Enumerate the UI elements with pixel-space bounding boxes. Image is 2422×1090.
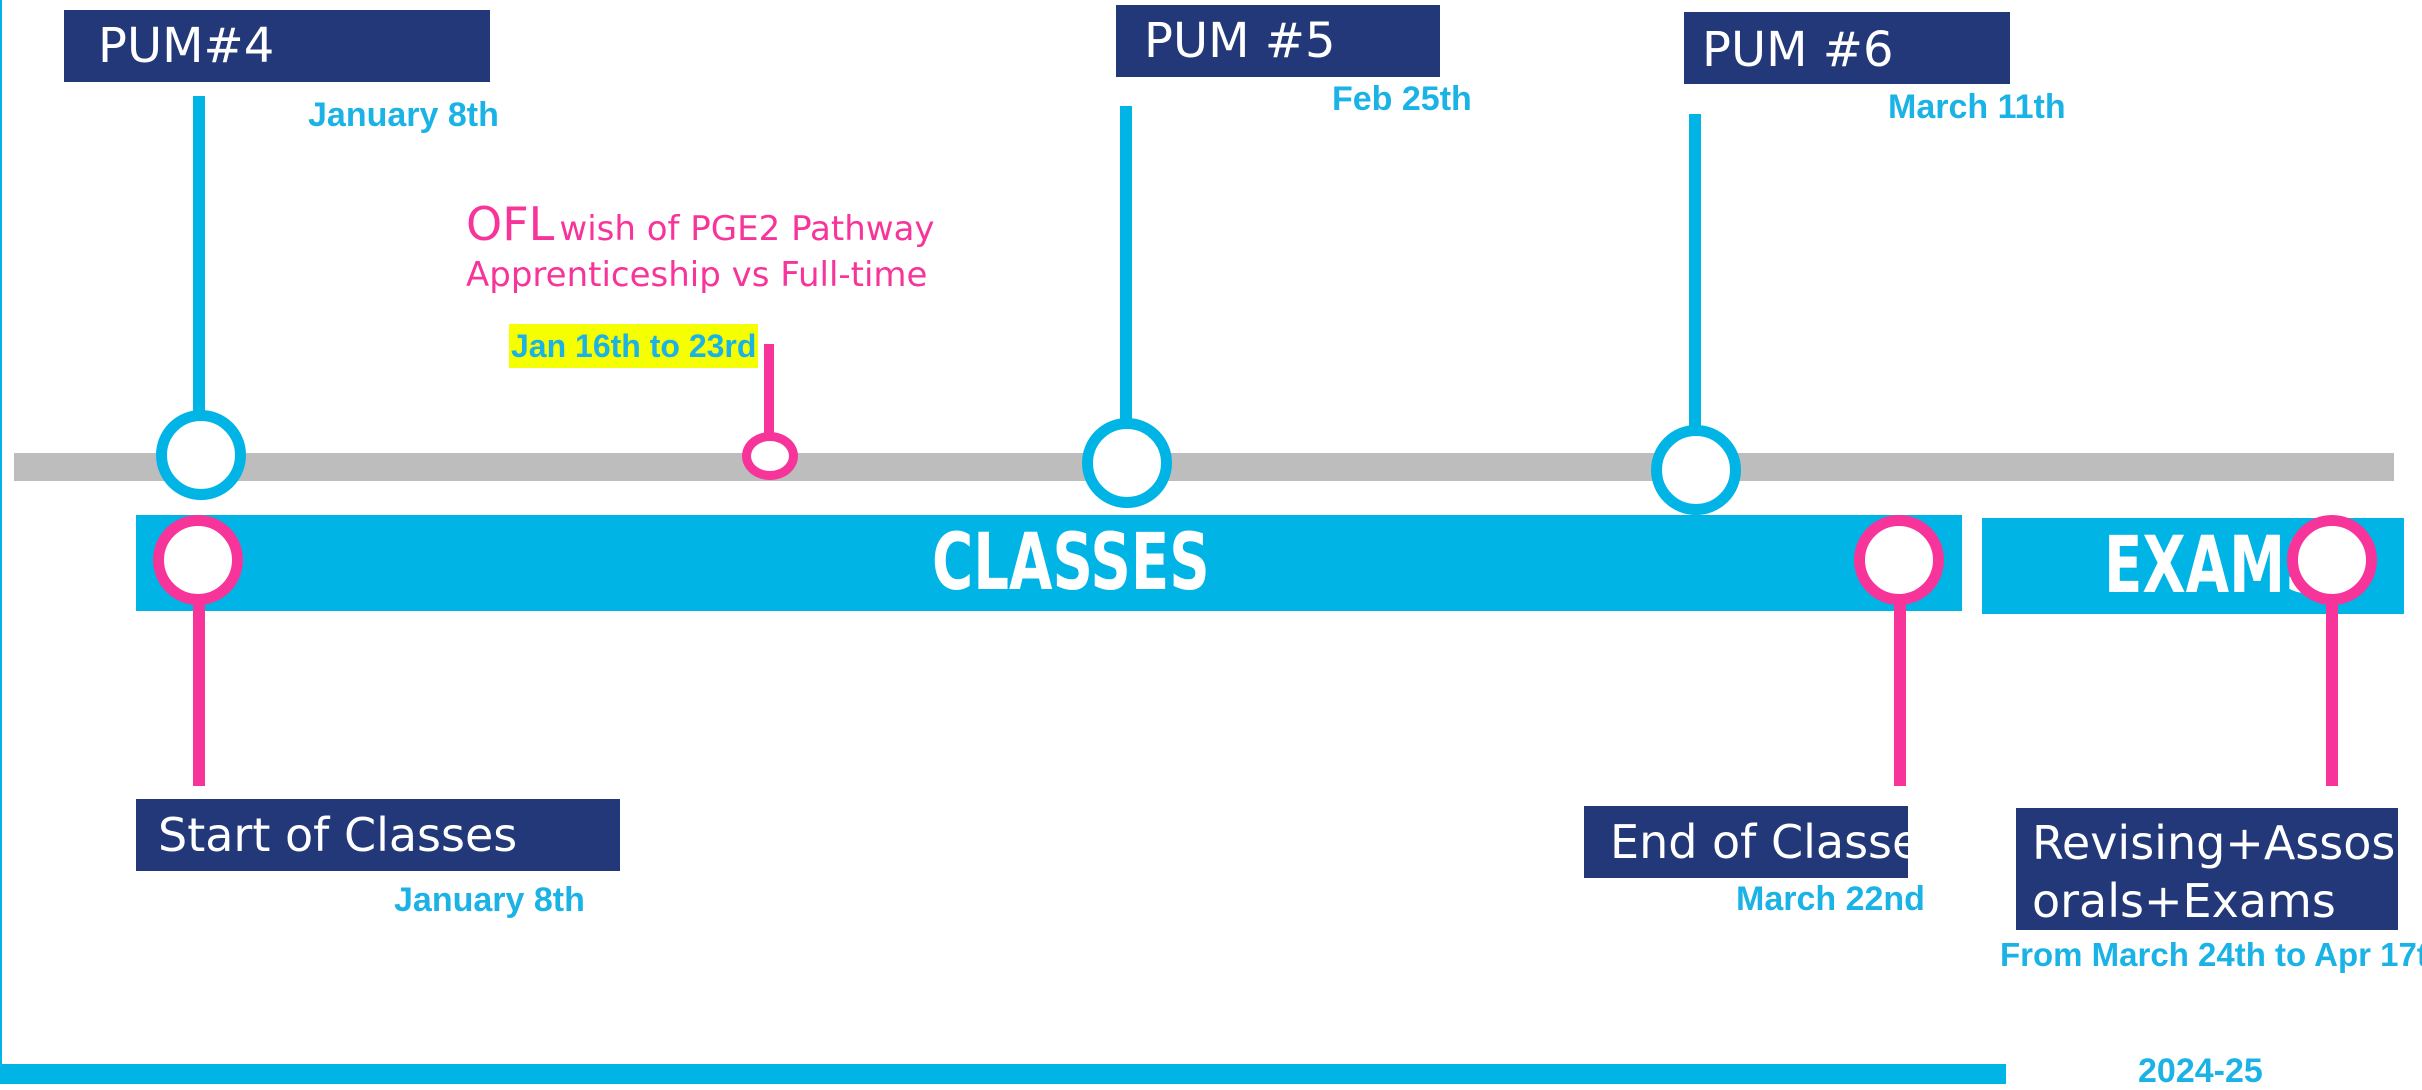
- end-classes-connector: [1894, 598, 1906, 786]
- ofl-title-rest: wish of PGE2 Pathway: [559, 209, 935, 249]
- pum6-marker: [1651, 425, 1741, 515]
- footer-bar: [0, 1064, 2006, 1084]
- start-classes-date: January 8th: [394, 881, 585, 919]
- exams-title-line2: orals+Exams: [2032, 874, 2336, 928]
- ofl-dates: Jan 16th to 23rd: [509, 324, 759, 368]
- year-label: 2024-25: [2138, 1052, 2263, 1090]
- ofl-line2: Apprenticeship vs Full-time: [466, 255, 928, 295]
- start-classes-title: Start of Classes: [158, 808, 518, 862]
- start-classes-marker: [153, 515, 243, 605]
- ofl-text: OFL wish of PGE2 Pathway Apprenticeship …: [466, 196, 935, 298]
- exams-connector: [2326, 598, 2338, 786]
- end-classes-label-box: End of Classes: [1584, 806, 1944, 878]
- pum6-connector: [1689, 114, 1701, 430]
- end-classes-marker: [1854, 515, 1944, 605]
- pum4-title: PUM#4: [98, 18, 275, 74]
- pum5-marker: [1082, 418, 1172, 508]
- left-edge-line: [0, 0, 2, 1084]
- exams-title-line1: Revising+Assos: [2032, 816, 2396, 870]
- pum5-label-box: PUM #5: [1116, 5, 1440, 77]
- end-classes-title: End of Classes: [1610, 815, 1945, 869]
- start-classes-label-box: Start of Classes: [136, 799, 620, 871]
- classes-label: CLASSES: [932, 518, 1210, 608]
- pum5-date: Feb 25th: [1332, 80, 1472, 118]
- pum6-title: PUM #6: [1702, 22, 1894, 78]
- end-classes-date: March 22nd: [1736, 880, 1925, 918]
- pum4-marker: [156, 410, 246, 500]
- pum5-title: PUM #5: [1144, 13, 1336, 69]
- exams-marker: [2287, 515, 2377, 605]
- ofl-connector: [764, 344, 774, 446]
- ofl-title-big: OFL: [466, 197, 555, 251]
- ofl-title-line: OFL wish of PGE2 Pathway: [466, 196, 935, 252]
- pum4-connector: [193, 96, 205, 416]
- ofl-marker: [742, 432, 798, 480]
- exams-label-box: Revising+Assos orals+Exams: [2016, 808, 2398, 930]
- pum6-date: March 11th: [1888, 88, 2066, 126]
- timeline-axis: [14, 453, 2394, 481]
- start-classes-connector: [193, 598, 205, 786]
- pum4-date: January 8th: [308, 96, 499, 134]
- exams-date: From March 24th to Apr 17th: [2000, 936, 2422, 973]
- pum6-label-box: PUM #6: [1684, 12, 2010, 84]
- pum4-label-box: PUM#4: [64, 10, 490, 82]
- classes-band: CLASSES: [136, 515, 1962, 611]
- pum5-connector: [1120, 106, 1132, 422]
